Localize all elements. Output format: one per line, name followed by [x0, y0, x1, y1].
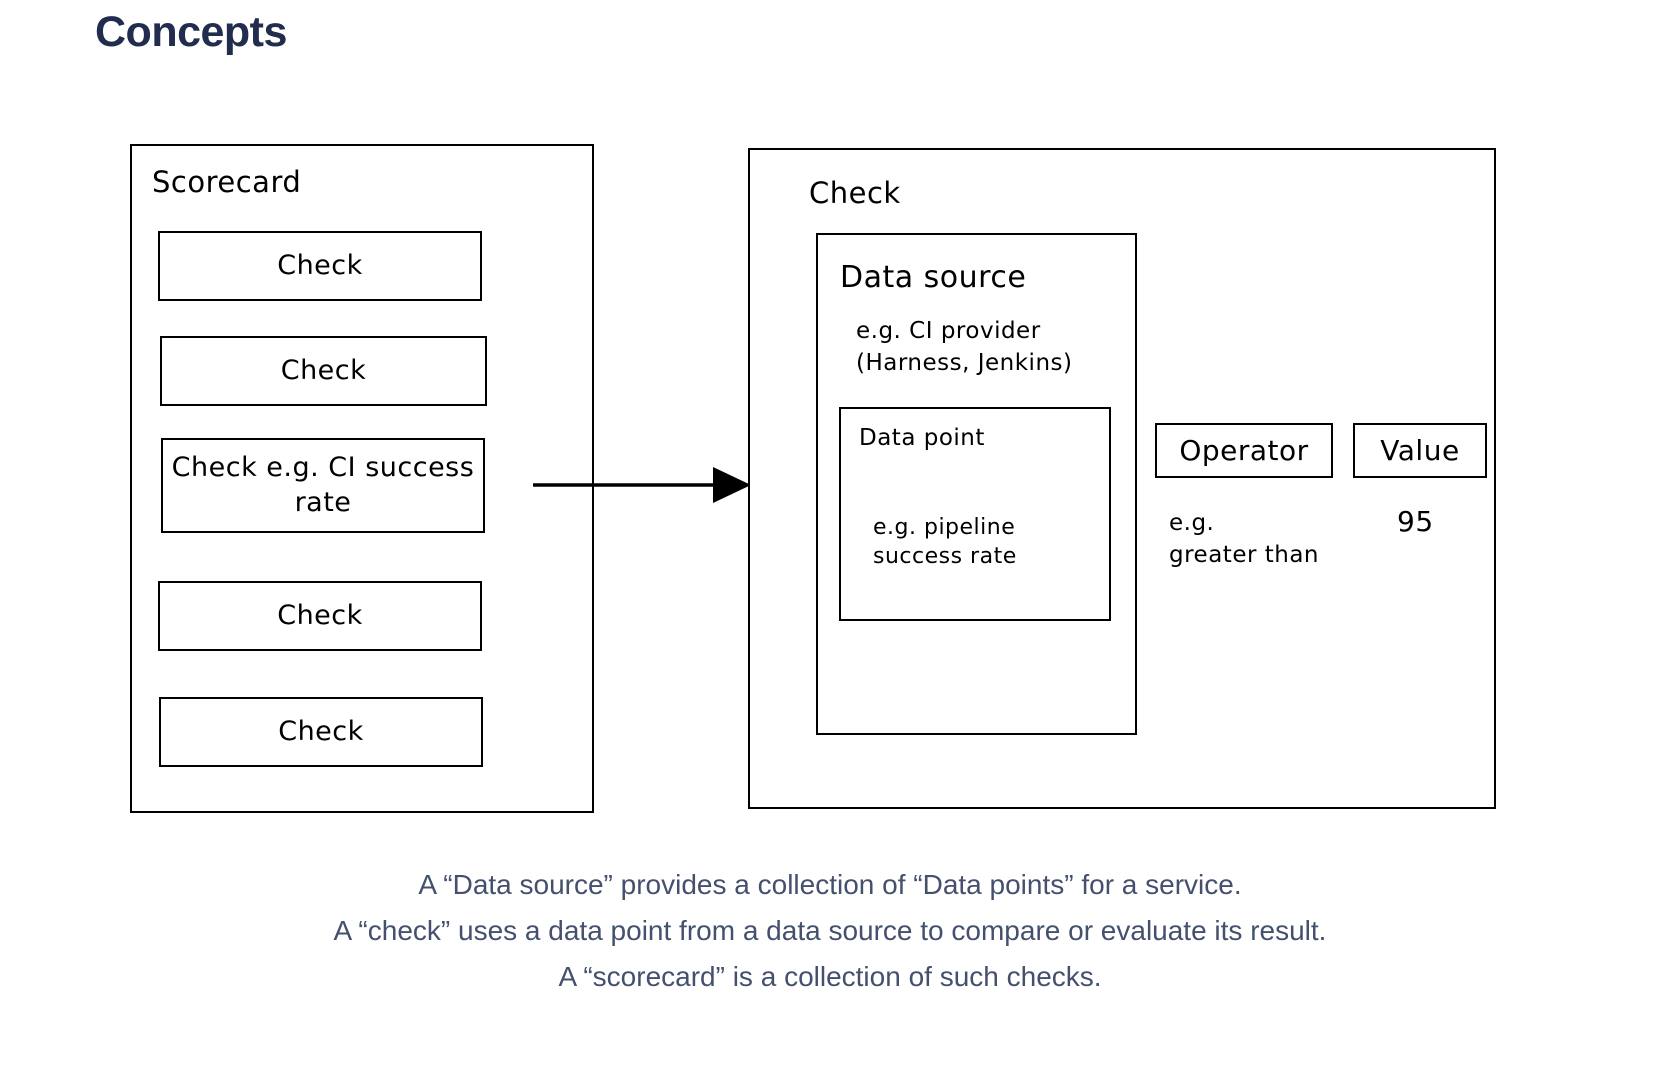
caption-block: A “Data source” provides a collection of… — [0, 862, 1660, 1000]
scorecard-title: Scorecard — [152, 165, 302, 199]
value-box: Value — [1353, 423, 1487, 478]
scorecard-check-label: Check — [277, 599, 363, 631]
value-note: 95 — [1397, 505, 1434, 538]
scorecard-check-item[interactable]: Check — [158, 231, 482, 301]
scorecard-check-item[interactable]: Check — [159, 697, 483, 767]
data-point-title: Data point — [859, 425, 985, 451]
data-source-title: Data source — [840, 260, 1027, 295]
scorecard-check-item[interactable]: Check — [158, 581, 482, 651]
operator-label: Operator — [1179, 433, 1309, 467]
scorecard-check-label: Check — [278, 715, 364, 747]
operator-box: Operator — [1155, 423, 1333, 478]
data-point-note: e.g. pipeline success rate — [873, 515, 1017, 570]
scorecard-check-item[interactable]: Check — [160, 336, 487, 406]
value-label: Value — [1380, 433, 1460, 467]
caption-line: A “scorecard” is a collection of such ch… — [558, 961, 1102, 992]
caption-line: A “check” uses a data point from a data … — [333, 915, 1327, 946]
arrow-right-icon — [470, 455, 760, 515]
operator-note: e.g. greater than — [1169, 510, 1319, 568]
data-source-note: e.g. CI provider (Harness, Jenkins) — [856, 318, 1073, 376]
caption-line: A “Data source” provides a collection of… — [418, 869, 1242, 900]
scorecard-check-label: Check — [277, 249, 363, 281]
scorecard-check-label: Check — [280, 354, 367, 386]
page-title: Concepts — [95, 8, 287, 56]
scorecard-check-label: Check e.g. CI success rate — [171, 451, 475, 518]
data-point-box — [839, 407, 1111, 621]
scorecard-check-item-ci-success-rate[interactable]: Check e.g. CI success rate — [161, 438, 485, 533]
check-detail-title: Check — [809, 176, 901, 210]
